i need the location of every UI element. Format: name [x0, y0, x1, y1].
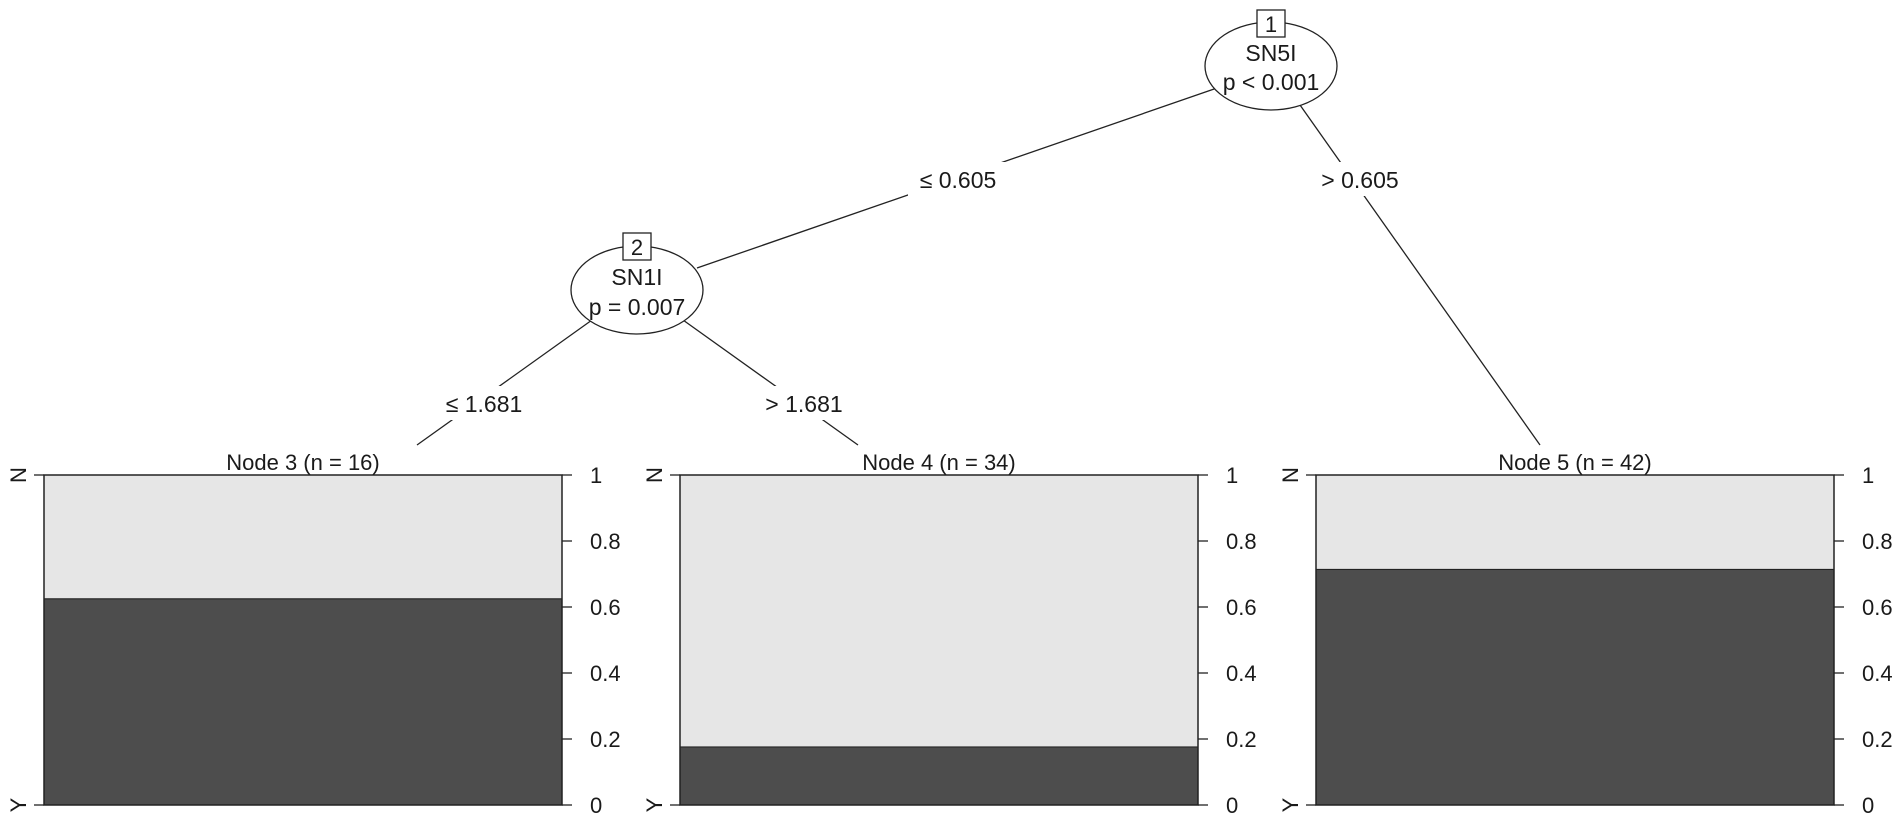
- category-label-y-node-4: Y: [642, 797, 667, 812]
- node-1-id: 1: [1265, 12, 1277, 37]
- terminal-node-4: Node 4 (n = 34) 0 0.2 0.4 0.6 0.8 1Y N: [642, 450, 1257, 818]
- bar-n-node-4: [679, 474, 1199, 748]
- bar-y-node-3: [43, 598, 563, 806]
- y-tick-label-node-4: 0: [1226, 793, 1238, 818]
- edge-label-1-2: ≤ 0.605: [908, 162, 1008, 196]
- node-2-pvalue: p = 0.007: [589, 294, 686, 320]
- y-tick-label-node-4: 0.8: [1226, 529, 1257, 554]
- node-3-title: Node 3 (n = 16): [226, 450, 379, 475]
- y-tick-label-node-3: 0.4: [590, 661, 621, 686]
- panel-frame-node-4: [679, 474, 1199, 806]
- bar-n-node-3: [43, 474, 563, 600]
- category-label-y-node-5: Y: [1278, 797, 1303, 812]
- y-tick-label-node-4: 0.4: [1226, 661, 1257, 686]
- category-label-y-node-3: Y: [6, 797, 31, 812]
- bar-y-node-4: [679, 746, 1199, 806]
- edge-2-4: [682, 319, 859, 446]
- node-5-title: Node 5 (n = 42): [1498, 450, 1651, 475]
- y-tick-label-node-3: 0.8: [590, 529, 621, 554]
- y-tick-label-node-5: 0.6: [1862, 595, 1893, 620]
- category-label-n-node-3: N: [6, 467, 31, 483]
- y-tick-label-node-3: 0.2: [590, 727, 621, 752]
- y-tick-label-node-3: 0.6: [590, 595, 621, 620]
- category-label-n-node-4: N: [642, 467, 667, 483]
- y-tick-label-node-4: 0.2: [1226, 727, 1257, 752]
- y-tick-label-node-5: 0.8: [1862, 529, 1893, 554]
- y-tick-label-node-3: 0: [590, 793, 602, 818]
- y-tick-label-node-5: 1: [1862, 463, 1874, 488]
- bar-n-node-5: [1315, 474, 1835, 570]
- node-2-variable: SN1I: [611, 264, 662, 290]
- edge-label-1-2-text: ≤ 0.605: [920, 167, 997, 193]
- node-2-id: 2: [631, 235, 643, 260]
- inner-node-2: 2 SN1I p = 0.007: [570, 232, 704, 335]
- y-tick-label-node-3: 1: [590, 463, 602, 488]
- inner-node-1: 1 SN5I p < 0.001: [1204, 9, 1338, 111]
- y-tick-label-node-5: 0: [1862, 793, 1874, 818]
- edge-label-1-5: > 0.605: [1308, 162, 1412, 196]
- y-tick-label-node-4: 0.6: [1226, 595, 1257, 620]
- panel-frame-node-3: [43, 474, 563, 806]
- edge-1-5: [1299, 104, 1541, 446]
- panel-frame-node-5: [1315, 474, 1835, 806]
- edge-2-3: [416, 319, 593, 446]
- node-1-id-box: [1256, 9, 1286, 38]
- node-4-title: Node 4 (n = 34): [862, 450, 1015, 475]
- edge-label-2-3: ≤ 1.681: [434, 386, 534, 420]
- y-tick-label-node-5: 0.2: [1862, 727, 1893, 752]
- terminal-node-3: Node 3 (n = 16) 0 0.2 0.4 0.6 0.8 1Y N: [6, 450, 621, 818]
- edge-label-2-3-text: ≤ 1.681: [446, 391, 523, 417]
- category-label-n-node-5: N: [1278, 467, 1303, 483]
- edge-label-2-4-text: > 1.681: [765, 391, 842, 417]
- terminal-node-5: Node 5 (n = 42) 0 0.2 0.4 0.6 0.8 1Y N: [1278, 450, 1893, 818]
- node-1-pvalue: p < 0.001: [1223, 69, 1320, 95]
- edge-label-1-5-text: > 0.605: [1321, 167, 1398, 193]
- bar-y-node-5: [1315, 568, 1835, 806]
- edge-label-2-4: > 1.681: [752, 386, 856, 420]
- y-tick-label-node-4: 1: [1226, 463, 1238, 488]
- y-tick-label-node-5: 0.4: [1862, 661, 1893, 686]
- node-2-id-box: [622, 232, 652, 261]
- node-1-variable: SN5I: [1245, 40, 1296, 66]
